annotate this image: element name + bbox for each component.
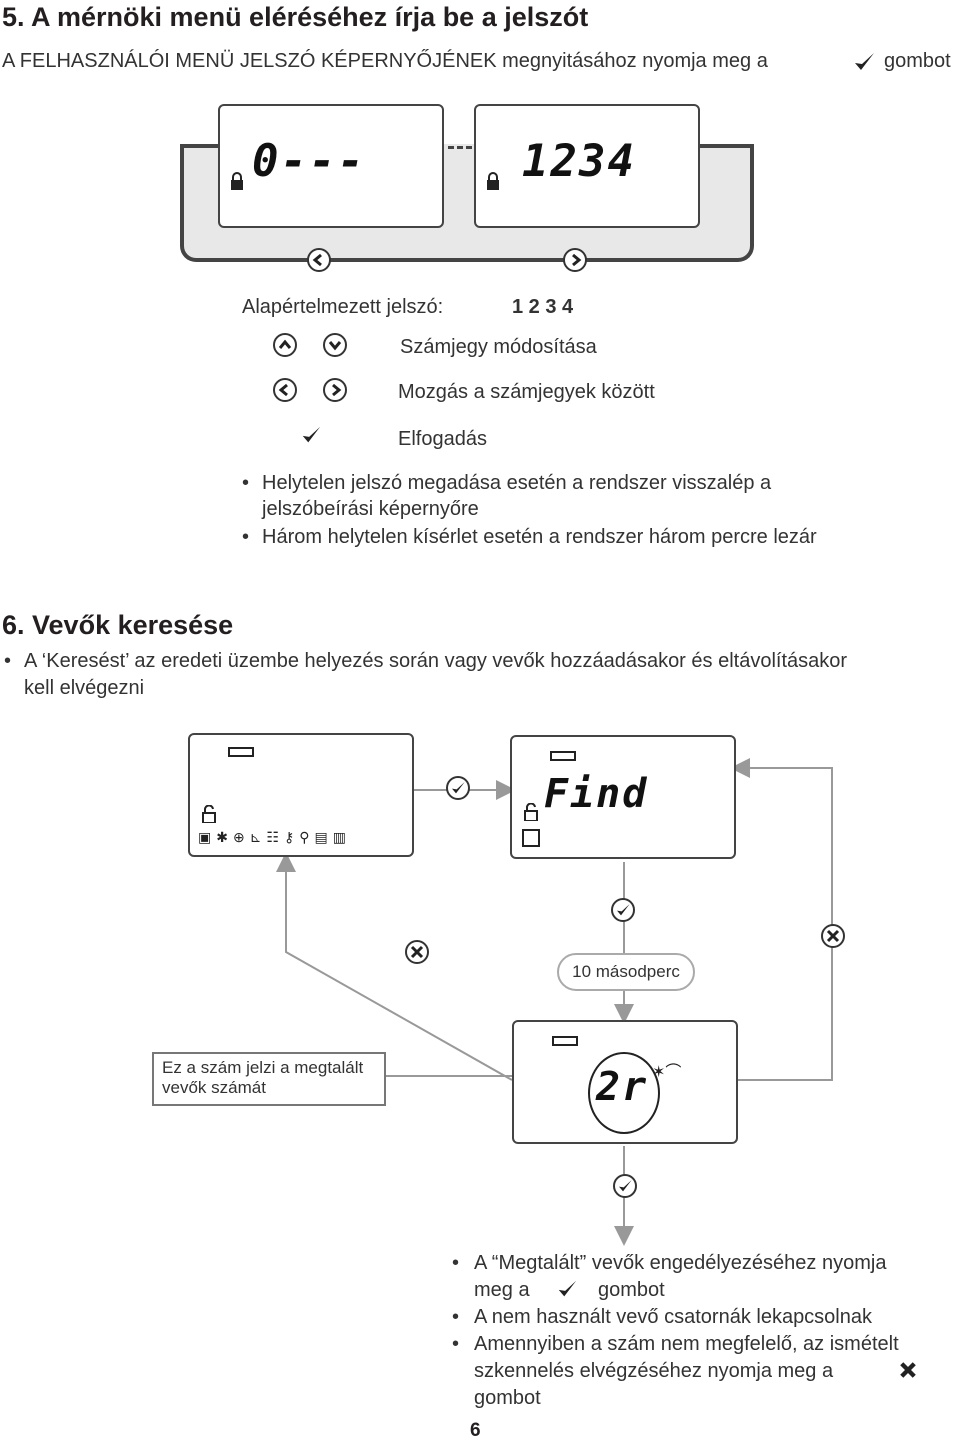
bullet-dot: • [242,526,250,548]
lcd-display-find: Find [510,735,736,859]
section-6-text: kell elvégezni [24,677,145,699]
page-number: 6 [470,1420,481,1441]
right-arrow-icon [323,378,347,402]
highlight-circle [588,1052,660,1134]
check-button[interactable] [446,776,470,800]
bullet-text: Helytelen jelszó megadása esetén a rends… [262,472,772,494]
cancel-button[interactable] [821,924,845,948]
lcd-display-menu: ▣✱⊕⊾☷⚷⚲▤▥ [188,733,414,857]
legend-leftright: Mozgás a számjegyek között [398,381,655,403]
check-icon [300,424,322,451]
left-arrow-button[interactable] [307,248,331,272]
note-line: Ez a szám jelzi a megtalált [162,1058,364,1077]
final-bullet-text: gombot [598,1279,665,1301]
device-edge-right [700,144,754,148]
battery-icon [228,747,254,757]
section-6-title: 6. Vevők keresése [2,610,234,640]
section-5-title: 5. A mérnöki menü eléréséhez írja be a j… [2,2,589,32]
intro-text: A FELHASZNÁLÓI MENÜ JELSZÓ KÉPERNYŐJÉNEK… [2,50,768,72]
legend-updown: Számjegy módosítása [400,336,597,358]
bullet-dot: • [452,1333,460,1355]
lcd-display-count: 2r ✶⌒ [512,1020,738,1144]
final-bullet-text: szkennelés elvégzéséhez nyomja meg a [474,1360,834,1382]
down-arrow-icon [323,333,347,357]
battery-icon [550,751,576,761]
device-edge-left [180,144,220,148]
lcd-display-password-entered: 1234 [474,104,700,228]
right-arrow-button[interactable] [563,248,587,272]
cancel-button[interactable] [405,940,429,964]
legend-accept: Elfogadás [398,428,487,450]
lcd-find-text: Find [544,771,649,817]
default-password-value: 1 2 3 4 [512,296,574,318]
timer-badge: 10 másodperc [557,953,695,991]
dash-connector [448,146,472,149]
lock-icon [486,172,500,195]
section-6-text: A ‘Keresést’ az eredeti üzembe helyezés … [24,650,848,672]
receiver-icon [522,829,540,847]
note-line: vevők számát [162,1078,266,1097]
final-bullet-text: A “Megtalált” vevők engedélyezéséhez nyo… [474,1252,887,1274]
receiver-found-icon: ✶⌒ [652,1064,682,1081]
note-box: Ez a szám jelzi a megtalált vevők számát [152,1052,386,1106]
lock-icon [230,172,244,195]
bullet-dot: • [452,1306,460,1328]
cross-icon [898,1360,918,1385]
check-icon [852,50,876,74]
bullet-text: jelszóbeírási képernyőre [262,498,479,520]
left-arrow-icon [273,378,297,402]
bullet-dot: • [452,1252,460,1274]
battery-icon [552,1036,578,1046]
lcd-count-value: 2r [596,1064,649,1110]
check-button[interactable] [613,1174,637,1198]
final-bullet-text: A nem használt vevő csatornák lekapcsoln… [474,1306,872,1328]
bullet-dot: • [4,650,12,672]
final-bullet-text: meg a [474,1279,530,1301]
unlock-icon [524,802,538,826]
final-bullet-text: Amennyiben a szám nem megfelelő, az ismé… [474,1333,899,1355]
menu-icon-row: ▣✱⊕⊾☷⚷⚲▤▥ [198,829,351,845]
lcd-password-value: 0--- [252,136,366,187]
up-arrow-icon [273,333,297,357]
lcd-password-entered-value: 1234 [522,136,636,187]
final-bullet-text: gombot [474,1387,541,1409]
default-password-label: Alapértelmezett jelszó: [242,296,444,318]
bullet-dot: • [242,472,250,494]
intro-text-end: gombot [884,50,951,72]
lcd-display-password-start: 0--- [218,104,444,228]
check-button[interactable] [611,898,635,922]
bullet-text: Három helytelen kísérlet esetén a rendsz… [262,526,817,548]
unlock-icon [202,804,216,828]
check-icon [556,1278,578,1305]
